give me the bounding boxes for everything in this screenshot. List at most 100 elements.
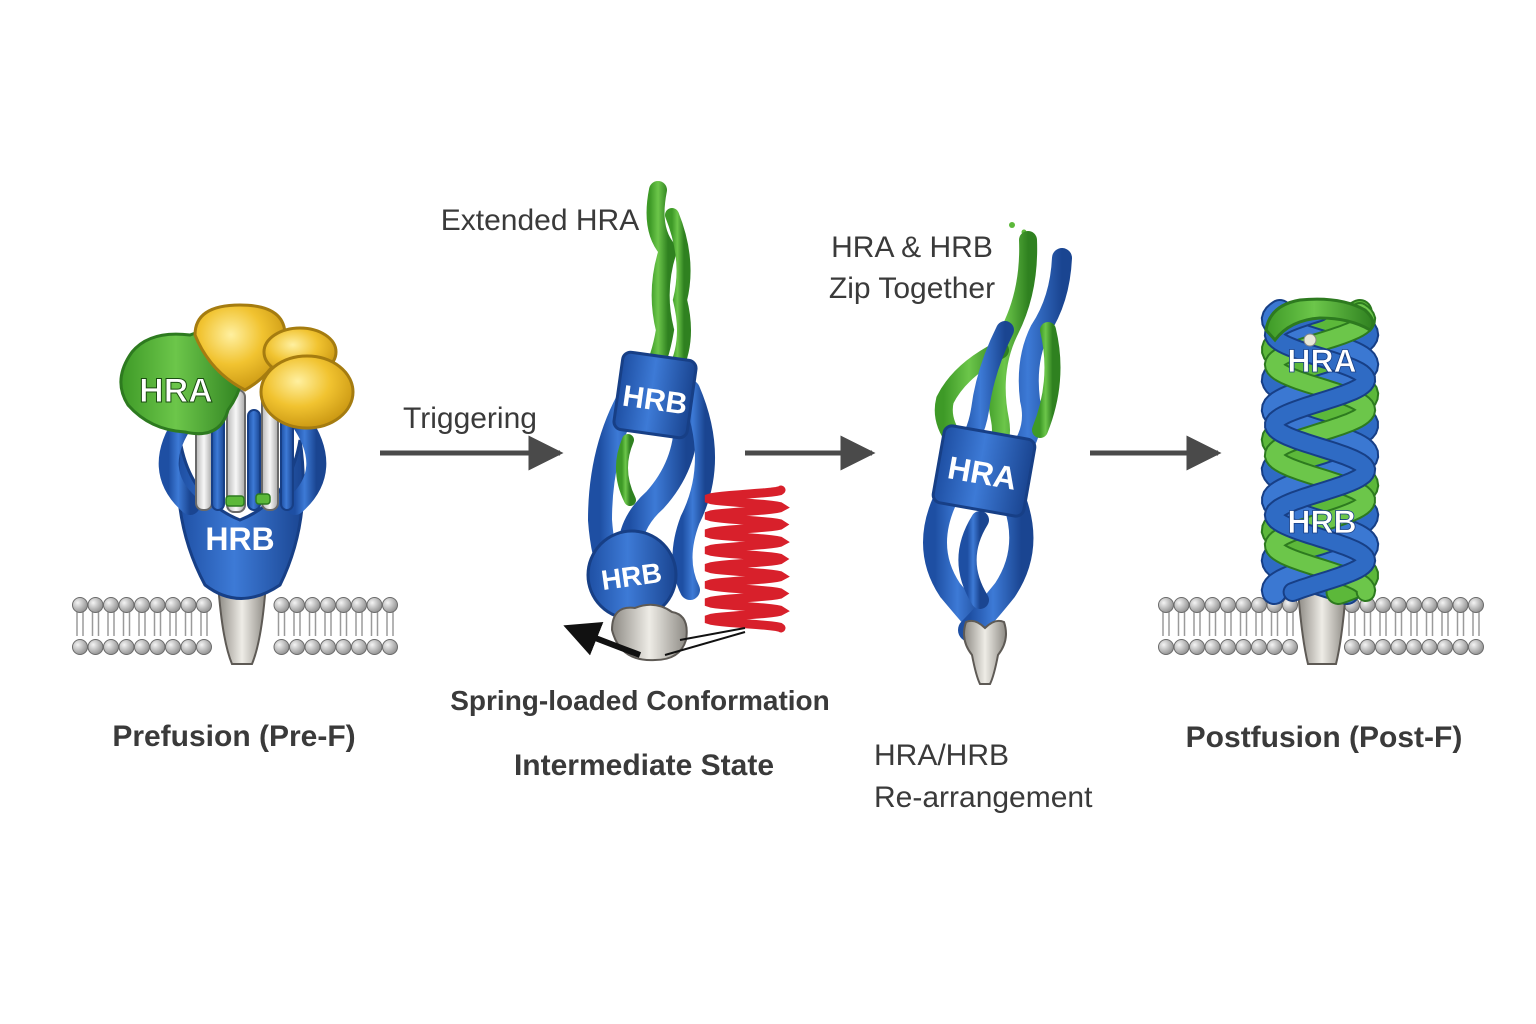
postfusion-stalk: [1296, 589, 1348, 665]
postfusion-helix-bundle: [1260, 299, 1380, 605]
postfusion-protein: HRA HRB Postfusion (Post-F): [1186, 297, 1463, 754]
membrane-left-head-bead: [165, 597, 181, 613]
membrane-right-head-bead: [1173, 597, 1190, 613]
membrane-left-head-bead: [335, 639, 352, 655]
zip-green-dot-1: [1009, 222, 1015, 228]
helix-strand: [1265, 304, 1375, 600]
rearr-caption-line1: HRA/HRB: [874, 739, 1009, 772]
spring-loaded-caption: Spring-loaded Conformation: [450, 685, 830, 716]
membrane-left-head-bead: [320, 597, 336, 613]
membrane-left-head-bead: [196, 639, 212, 655]
membrane-right-head-bead: [1235, 639, 1252, 655]
membrane-left-head-bead: [273, 597, 290, 613]
membrane-left-head-bead: [289, 639, 305, 655]
membrane-left-head-bead: [165, 639, 181, 655]
membrane-right-head-bead: [1344, 639, 1360, 655]
membrane-left-head-bead: [134, 597, 150, 613]
membrane-right-head-bead: [1359, 639, 1376, 655]
membrane-left-head-bead: [382, 597, 398, 613]
membrane-left-head-bead: [149, 639, 166, 655]
zip-label-line2: Zip Together: [829, 272, 995, 305]
membrane-right-head-bead: [1390, 597, 1407, 613]
postfusion-green-cap: [1264, 297, 1375, 343]
prefusion-blue-rod-3: [280, 414, 294, 511]
prefusion-stalk: [216, 581, 268, 665]
membrane-right-head-bead: [1406, 597, 1422, 613]
membrane-right-head-bead: [1220, 639, 1236, 655]
arrow-triggering: Triggering: [380, 402, 564, 471]
membrane-right-head-bead: [1437, 597, 1453, 613]
membrane-left-beads: [72, 597, 398, 655]
prefusion-green-bit-1: [225, 495, 245, 507]
membrane-right-head-bead: [1204, 639, 1221, 655]
intermediate-green-inner: [615, 434, 636, 506]
membrane-left-head-bead: [72, 639, 88, 655]
membrane-left-head-bead: [149, 597, 166, 613]
recoil-arrow: [563, 621, 642, 658]
rearr-green-strand-3: [1032, 322, 1061, 438]
postfusion-hrb-tag: HRB: [1287, 504, 1356, 540]
membrane-right-head-bead: [1421, 597, 1438, 613]
membrane-left-head-bead: [273, 639, 290, 655]
rearrangement-protein: HRA & HRB Zip Together HRA HRA/HRB Re-ar…: [829, 222, 1093, 814]
prefusion-loop-right: [285, 410, 327, 515]
membrane-left-head-bead: [118, 639, 135, 655]
membrane-left-head-bead: [72, 597, 88, 613]
prefusion-green-bit-2: [255, 493, 271, 505]
membrane-right-head-bead: [1452, 597, 1469, 613]
intermediate-hrb-band: [612, 350, 698, 440]
prefusion-hrb-tag: HRB: [205, 521, 274, 557]
membrane-left-head-bead: [103, 639, 119, 655]
membrane-right-head-bead: [1173, 639, 1190, 655]
membrane-right-head-bead: [1375, 597, 1391, 613]
membrane-left-head-bead: [366, 639, 383, 655]
intermediate-gray-base: [610, 603, 688, 662]
membrane-right-head-bead: [1437, 639, 1453, 655]
membrane-right-head-bead: [1375, 639, 1391, 655]
membrane-right-head-bead: [1282, 639, 1298, 655]
membrane-right-head-bead: [1390, 639, 1407, 655]
spring-coil: [704, 485, 790, 633]
membrane-right-head-bead: [1204, 597, 1221, 613]
rearr-caption-line2: Re-arrangement: [874, 781, 1093, 814]
membrane-left-head-bead: [87, 639, 104, 655]
membrane-left-head-bead: [366, 597, 383, 613]
postfusion-cap-bead: [1303, 333, 1317, 347]
membrane-left-head-bead: [335, 597, 352, 613]
membrane-left-head-bead: [196, 597, 212, 613]
prefusion-hra-tag: HRA: [139, 372, 213, 410]
membrane-right-head-bead: [1421, 639, 1438, 655]
arrow-triggering-label: Triggering: [403, 402, 537, 435]
prefusion-protein: HRA HRB: [119, 303, 355, 665]
postfusion-caption: Postfusion (Post-F): [1186, 721, 1463, 754]
membrane-right-head-bead: [1220, 597, 1236, 613]
helix-strand: [1265, 304, 1375, 600]
membrane-right-head-bead: [1266, 639, 1283, 655]
membrane-right-head-bead: [1468, 639, 1484, 655]
spring-tether-2: [664, 631, 746, 656]
membrane-left-head-bead: [351, 639, 367, 655]
rearr-blue-loop-2: [958, 478, 1034, 642]
rearr-gray-base: [963, 619, 1007, 685]
extended-hra-label: Extended HRA: [441, 204, 639, 237]
membrane-right-head-bead: [1158, 639, 1174, 655]
postfusion-hra-tag: HRA: [1287, 343, 1356, 379]
spring-tether: [679, 627, 746, 641]
zip-label-line1: HRA & HRB: [831, 231, 993, 264]
membrane-right-head-bead: [1189, 639, 1205, 655]
membrane-left-head-bead: [304, 597, 321, 613]
prefusion-blue-body: [176, 439, 305, 600]
membrane-left-head-bead: [87, 597, 104, 613]
membrane-left-head-bead: [382, 639, 398, 655]
membrane-left-head-bead: [180, 639, 197, 655]
membrane-left-head-bead: [118, 597, 135, 613]
membrane-left-head-bead: [134, 639, 150, 655]
membrane-right-head-bead: [1406, 639, 1422, 655]
intermediate-blue-strand-3: [672, 380, 715, 600]
membrane-right-head-bead: [1235, 597, 1252, 613]
membrane-right-head-bead: [1158, 597, 1174, 613]
membrane-right-head-bead: [1468, 597, 1484, 613]
intermediate-green-strand-2: [665, 208, 691, 377]
prefusion-caption: Prefusion (Pre-F): [112, 720, 355, 753]
